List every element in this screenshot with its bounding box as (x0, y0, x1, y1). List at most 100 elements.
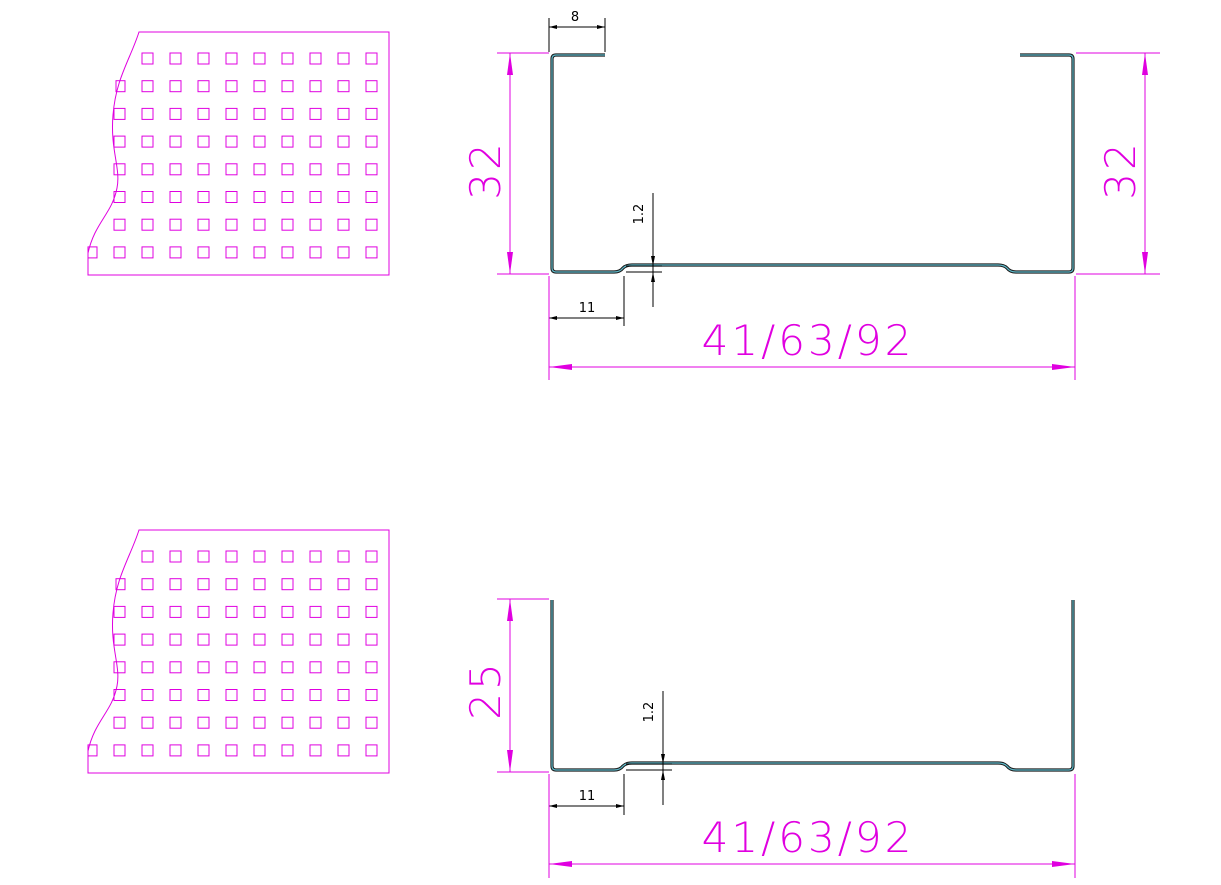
perforation-hole (281, 246, 294, 259)
perforation-hole (169, 550, 182, 563)
perforation-hole (365, 218, 378, 231)
perforation-hole (337, 744, 350, 757)
perforation-hole (365, 689, 378, 701)
perforation-hole (309, 246, 322, 259)
perforation-hole (197, 163, 210, 176)
perforation-hole (253, 107, 266, 120)
perforation-hole (253, 550, 266, 563)
perforation-hole (281, 191, 294, 203)
perforation-hole (253, 52, 266, 65)
perforation-hole (337, 605, 350, 618)
perforation-hole (281, 661, 294, 674)
perforation-hole (197, 107, 210, 120)
perforation-hole (309, 107, 322, 120)
perforation-hole (337, 218, 350, 231)
offset-label: 11 (579, 301, 596, 316)
perforation-hole (225, 80, 238, 93)
perforation-hole (309, 52, 322, 65)
width-label: 41/63/92 (702, 813, 915, 862)
panel-outline (87, 529, 390, 774)
perforation-hole (281, 107, 294, 120)
perforation-hole (253, 689, 266, 701)
perforation-hole (197, 689, 210, 701)
perforation-hole (197, 550, 210, 563)
perforation-hole (113, 191, 126, 203)
dimension-offset: 11 (548, 774, 625, 815)
perforation-hole (309, 661, 322, 674)
perforation-hole (225, 716, 238, 729)
perforation-hole (309, 191, 322, 203)
perforation-hole (197, 80, 210, 93)
perforation-hole (141, 605, 154, 618)
perforation-hole (169, 107, 182, 120)
perforation-hole (141, 246, 154, 259)
perforation-hole (197, 661, 210, 674)
perforation-hole (113, 135, 126, 148)
perforation-hole (337, 689, 350, 701)
perforation-hole (253, 246, 266, 259)
perforation-hole (365, 744, 378, 757)
perforation-hole (281, 80, 294, 93)
thickness-label: 1.2 (632, 204, 647, 225)
perforation-hole (197, 716, 210, 729)
perforation-hole (365, 578, 378, 591)
perforation-hole (309, 578, 322, 591)
profile-outer-line (550, 53, 1075, 274)
perforation-hole (169, 689, 182, 701)
perforation-hole (87, 246, 98, 259)
perforation-hole (365, 661, 378, 674)
perforation-hole (225, 689, 238, 701)
perforation-hole (253, 605, 266, 618)
perforation-hole (281, 633, 294, 646)
perforation-hole (365, 246, 378, 259)
perforation-hole (197, 578, 210, 591)
hole-grid (87, 52, 378, 259)
perforation-hole (281, 163, 294, 176)
perforation-hole (141, 135, 154, 148)
perforation-hole (281, 744, 294, 757)
perforation-hole (113, 163, 126, 176)
offset-label: 11 (579, 789, 596, 804)
perforation-hole (225, 633, 238, 646)
perforation-hole (281, 135, 294, 148)
perforation-hole (309, 689, 322, 701)
perforation-hole (281, 52, 294, 65)
perforation-hole (225, 744, 238, 757)
perforation-hole (113, 107, 126, 120)
perforation-hole (253, 744, 266, 757)
dimension-thickness: 1.2 (626, 691, 672, 805)
perforation-hole (253, 135, 266, 148)
perforation-hole (365, 163, 378, 176)
perforation-hole (115, 80, 126, 93)
perforation-hole (365, 52, 378, 65)
dimension-width: 41/63/92 (548, 276, 1076, 380)
perforation-hole (197, 218, 210, 231)
perforation-hole (337, 52, 350, 65)
perforation-hole (337, 633, 350, 646)
perforation-hole (113, 633, 126, 646)
perforation-hole (141, 661, 154, 674)
perforation-hole (197, 246, 210, 259)
perforation-hole (309, 135, 322, 148)
perforation-hole (141, 550, 154, 563)
height-left-label: 32 (461, 140, 510, 199)
perforation-hole (141, 218, 154, 231)
perforation-hole (253, 80, 266, 93)
perforation-hole (337, 716, 350, 729)
perforation-hole (197, 633, 210, 646)
perforation-hole (309, 80, 322, 93)
perforation-hole (197, 191, 210, 203)
profile-inner-line (551, 600, 1074, 771)
perforated-panel-top (87, 31, 390, 276)
perforation-hole (337, 107, 350, 120)
channel-profile-bottom (550, 600, 1075, 772)
perforation-hole (337, 135, 350, 148)
perforation-hole (309, 218, 322, 231)
panel-outline (87, 31, 390, 276)
perforation-hole (225, 218, 238, 231)
perforation-hole (197, 605, 210, 618)
perforation-hole (113, 689, 126, 701)
perforation-hole (365, 716, 378, 729)
dimension-height-left: 25 (461, 598, 549, 773)
perforation-hole (365, 135, 378, 148)
